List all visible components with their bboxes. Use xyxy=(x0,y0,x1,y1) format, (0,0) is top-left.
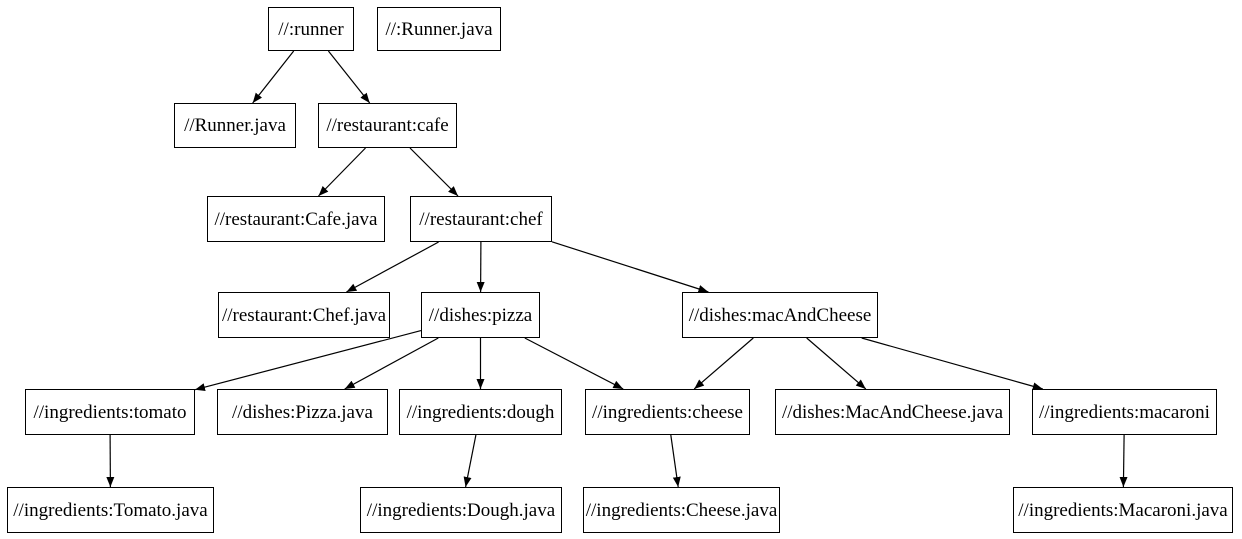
graph-node-cheese-java: //ingredients:Cheese.java xyxy=(583,487,780,533)
graph-node-tomato-java: //ingredients:Tomato.java xyxy=(7,487,214,533)
graph-node-runner-java: //Runner.java xyxy=(174,103,296,148)
edge-pizza-to-tomato xyxy=(194,330,422,392)
edge-runner-to-cafe xyxy=(327,50,371,104)
graph-node-dough: //ingredients:dough xyxy=(399,389,562,435)
graph-node-chef: //restaurant:chef xyxy=(410,196,552,242)
graph-node-mac-and-cheese-java: //dishes:MacAndCheese.java xyxy=(775,389,1010,435)
graph-node-runner: //:runner xyxy=(268,7,354,51)
edge-chef-to-chef-java xyxy=(346,241,439,293)
edge-dough-to-dough-java xyxy=(463,434,477,488)
edge-group xyxy=(106,50,1128,488)
edge-cafe-to-cafe-java xyxy=(318,147,366,197)
edge-mac-and-cheese-to-cheese xyxy=(693,337,754,390)
edge-pizza-to-cheese xyxy=(524,337,624,390)
graph-node-pizza-java: //dishes:Pizza.java xyxy=(217,389,388,435)
edge-mac-and-cheese-to-mac-and-cheese-java xyxy=(806,337,867,390)
edge-runner-to-runner-java xyxy=(252,50,295,104)
edge-macaroni-to-macaroni-java xyxy=(1119,434,1128,488)
graph-node-macaroni: //ingredients:macaroni xyxy=(1032,389,1217,435)
graph-node-tomato: //ingredients:tomato xyxy=(25,389,195,435)
graph-node-cafe-java: //restaurant:Cafe.java xyxy=(207,196,385,242)
graph-node-runner-java-root: //:Runner.java xyxy=(377,7,501,51)
edge-cafe-to-chef xyxy=(409,147,459,197)
edge-cheese-to-cheese-java xyxy=(670,434,681,488)
edge-chef-to-mac-and-cheese xyxy=(551,241,709,293)
graph-node-pizza: //dishes:pizza xyxy=(421,292,540,338)
graph-node-macaroni-java: //ingredients:Macaroni.java xyxy=(1013,487,1233,533)
graph-node-mac-and-cheese: //dishes:macAndCheese xyxy=(682,292,878,338)
edge-mac-and-cheese-to-macaroni xyxy=(861,337,1043,391)
graph-node-chef-java: //restaurant:Chef.java xyxy=(218,292,390,338)
graph-node-dough-java: //ingredients:Dough.java xyxy=(360,487,562,533)
edge-pizza-to-pizza-java xyxy=(344,337,439,390)
graph-node-cafe: //restaurant:cafe xyxy=(318,103,457,148)
graph-node-cheese: //ingredients:cheese xyxy=(585,389,750,435)
